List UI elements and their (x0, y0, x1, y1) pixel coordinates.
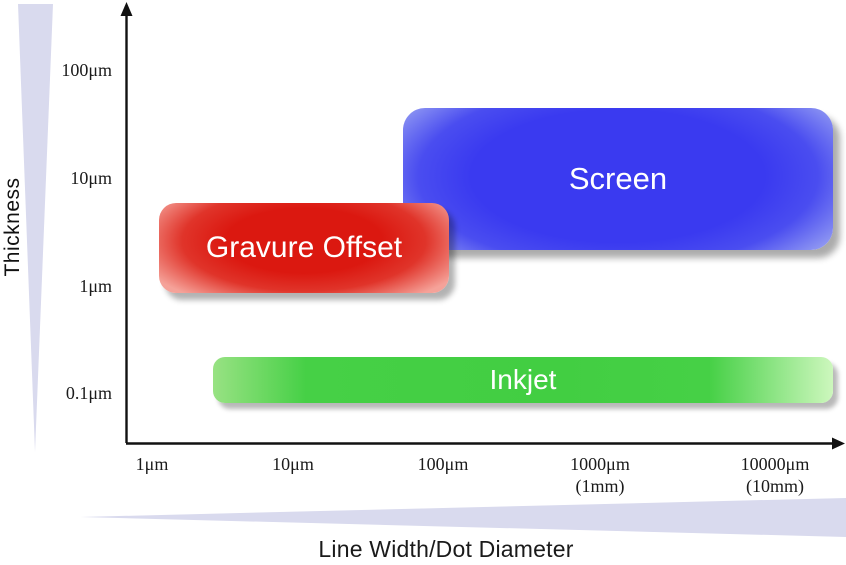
y-tick-0p1um: 0.1μm (65, 383, 112, 403)
x-tick-10000um-label: 10000μm (740, 454, 810, 474)
region-screen: Screen (403, 108, 833, 250)
region-gravure-offset-label: Gravure Offset (205, 231, 403, 264)
x-tick-1000um: 1000μm (1mm) (530, 453, 670, 497)
x-tick-1um-label: 1μm (135, 454, 169, 474)
y-axis-title: Thickness (1, 177, 24, 277)
x-tick-10000um-sublabel: (10mm) (746, 476, 804, 496)
x-axis-title: Line Width/Dot Diameter (318, 536, 574, 562)
y-tick-100um: 100μm (61, 60, 112, 80)
x-tick-1000um-sublabel: (1mm) (575, 476, 625, 496)
y-tick-1um: 1μm (79, 276, 112, 296)
x-tick-100um: 100μm (373, 453, 513, 475)
x-tick-10um-label: 10μm (272, 454, 314, 474)
x-tick-1um: 1μm (82, 453, 222, 475)
y-axis-arrowhead-icon (120, 2, 133, 16)
region-inkjet-label: Inkjet (489, 364, 557, 395)
y-tick-10um: 10μm (70, 168, 112, 188)
x-tick-100um-label: 100μm (417, 454, 469, 474)
linewidth-wedge-decoration (80, 498, 846, 537)
region-inkjet: Inkjet (213, 357, 833, 403)
thickness-wedge-decoration (18, 4, 53, 452)
x-tick-1000um-label: 1000μm (570, 454, 630, 474)
x-tick-10000um: 10000μm (10mm) (705, 453, 845, 497)
x-tick-10um: 10μm (223, 453, 363, 475)
region-gravure-offset: Gravure Offset (159, 203, 449, 293)
region-screen-label: Screen (568, 161, 668, 196)
x-axis-arrowhead-icon (832, 437, 845, 450)
